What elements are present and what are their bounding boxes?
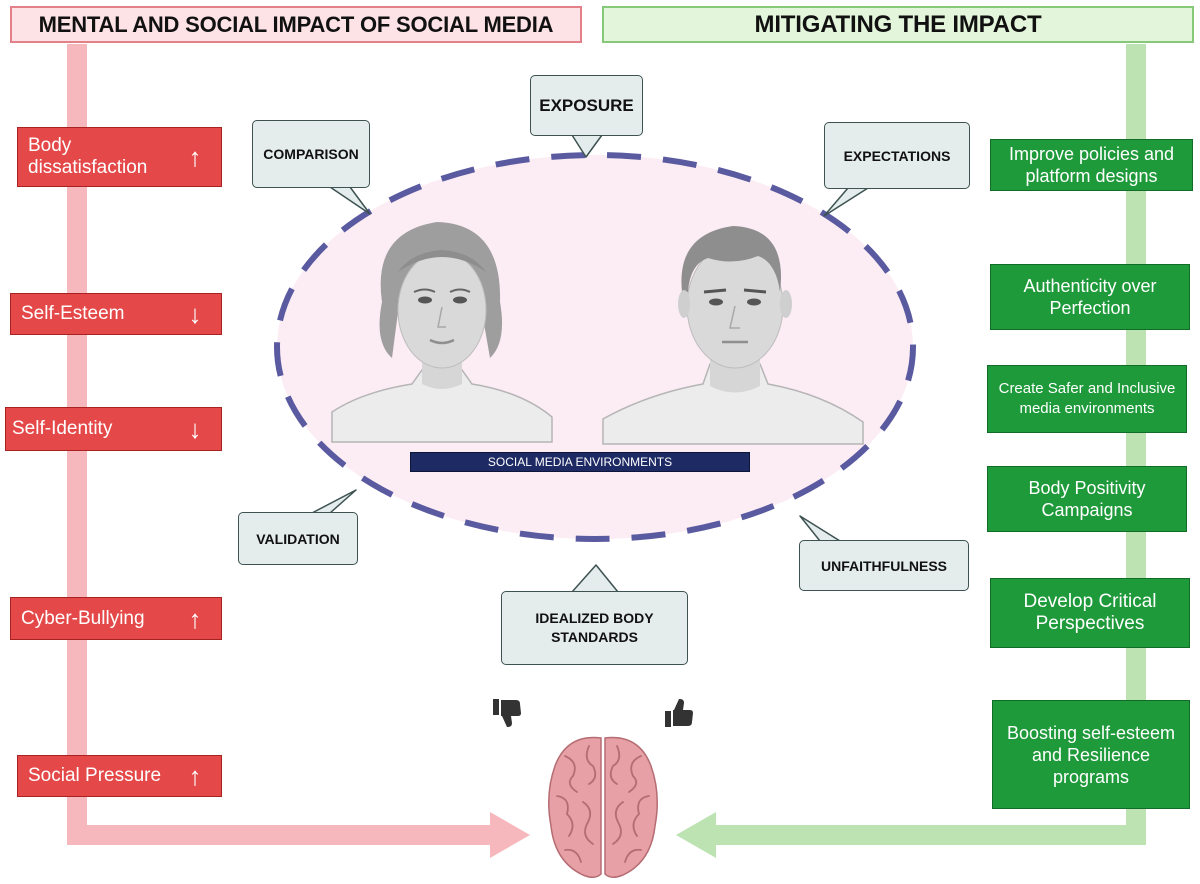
mitigation-improve-policies: Improve policies and platform designs	[990, 139, 1193, 191]
mitigation-boosting-self-esteem: Boosting self-esteem and Resilience prog…	[992, 700, 1190, 809]
mitigation-safer-environments: Create Safer and Inclusive media environ…	[987, 365, 1187, 433]
social-media-environments-label: SOCIAL MEDIA ENVIRONMENTS	[410, 452, 750, 472]
impact-label: Self-Esteem	[21, 303, 125, 324]
impact-label: Body dissatisfaction	[28, 135, 148, 178]
impact-label: Cyber-Bullying	[21, 607, 145, 629]
woman-face-icon	[331, 222, 553, 443]
thumbs-down-icon	[493, 699, 521, 727]
arrow-down-icon: ↓	[188, 414, 202, 444]
callout-comparison: COMPARISON	[252, 120, 370, 188]
impact-social-pressure: Social Pressure ↑	[17, 755, 222, 797]
impact-cyber-bullying: Cyber-Bullying ↑	[10, 597, 222, 640]
thumbs-up-icon	[665, 699, 693, 727]
mitigation-authenticity: Authenticity over Perfection	[990, 264, 1190, 330]
mitigation-critical-perspectives: Develop Critical Perspectives	[990, 578, 1190, 648]
brain-icon	[548, 736, 658, 878]
impact-label: Self-Identity	[12, 418, 113, 439]
callout-idealized-body-standards: IDEALIZED BODY STANDARDS	[501, 591, 688, 665]
callout-expectations: EXPECTATIONS	[824, 122, 970, 189]
man-face-icon	[602, 226, 864, 445]
mitigation-body-positivity: Body Positivity Campaigns	[987, 466, 1187, 532]
impact-self-esteem: Self-Esteem ↓	[10, 293, 222, 335]
impact-self-identity: Self-Identity ↓	[5, 407, 222, 451]
callout-validation: VALIDATION	[238, 512, 358, 565]
arrow-up-icon: ↑	[188, 603, 202, 634]
arrow-up-icon: ↑	[188, 142, 202, 172]
arrow-down-icon: ↓	[188, 299, 202, 329]
impact-body-dissatisfaction: Body dissatisfaction ↑	[17, 127, 222, 187]
left-panel-header: MENTAL AND SOCIAL IMPACT OF SOCIAL MEDIA	[10, 6, 582, 43]
arrow-up-icon: ↑	[188, 761, 202, 791]
callout-unfaithfulness: UNFAITHFULNESS	[799, 540, 969, 591]
right-panel-header: MITIGATING THE IMPACT	[602, 6, 1194, 43]
impact-label: Social Pressure	[28, 765, 162, 786]
callout-exposure: EXPOSURE	[530, 75, 643, 136]
